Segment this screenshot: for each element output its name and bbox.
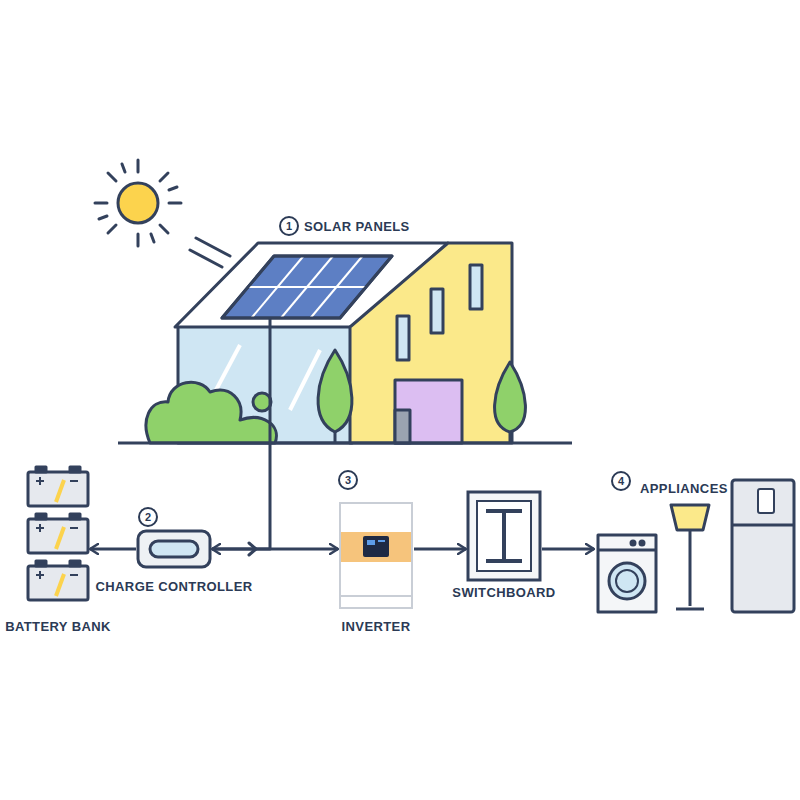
batteries xyxy=(28,467,88,600)
ground-line xyxy=(118,442,572,445)
sun-disc xyxy=(118,183,158,223)
house xyxy=(118,243,572,443)
callout-number: 1 xyxy=(279,216,299,236)
appliances-node: APPLIANCES xyxy=(594,498,798,616)
switchboard-icon xyxy=(468,492,540,580)
callout-number: 2 xyxy=(138,507,158,527)
device-label: CHARGE CONTROLLER xyxy=(95,579,252,595)
sun xyxy=(95,160,230,267)
power-connector xyxy=(414,548,466,551)
device-label: BATTERY BANK xyxy=(5,619,111,635)
bush xyxy=(146,382,276,443)
tree xyxy=(318,350,352,432)
device-label: SWITCHBOARD xyxy=(452,585,555,601)
lamp xyxy=(671,505,709,530)
fridge xyxy=(732,480,794,612)
tree xyxy=(495,362,526,432)
solar-panel xyxy=(222,256,392,318)
power-connector xyxy=(90,548,136,551)
power-connector xyxy=(212,318,270,549)
inverter-icon xyxy=(340,503,412,608)
callout-number: 4 xyxy=(611,471,631,491)
washing-machine xyxy=(598,535,656,612)
device-label: SOLAR PANELS xyxy=(304,219,410,235)
door xyxy=(395,380,462,443)
solar-panels-node: SOLAR PANELS xyxy=(222,256,392,318)
power-connector xyxy=(212,548,338,551)
power-connector xyxy=(542,548,594,551)
switchboard-node: SWITCHBOARD xyxy=(466,490,542,582)
charge-controller-node: CHARGE CONTROLLER xyxy=(136,529,212,569)
charge-controller-icon xyxy=(138,531,210,567)
battery-bank-node: BATTERY BANK xyxy=(26,466,90,602)
appliance-icons xyxy=(598,480,794,612)
device-label: INVERTER xyxy=(342,619,411,635)
inverter-node: INVERTER xyxy=(338,501,414,610)
callout-number: 3 xyxy=(338,470,358,490)
device-label: APPLIANCES xyxy=(640,481,728,497)
